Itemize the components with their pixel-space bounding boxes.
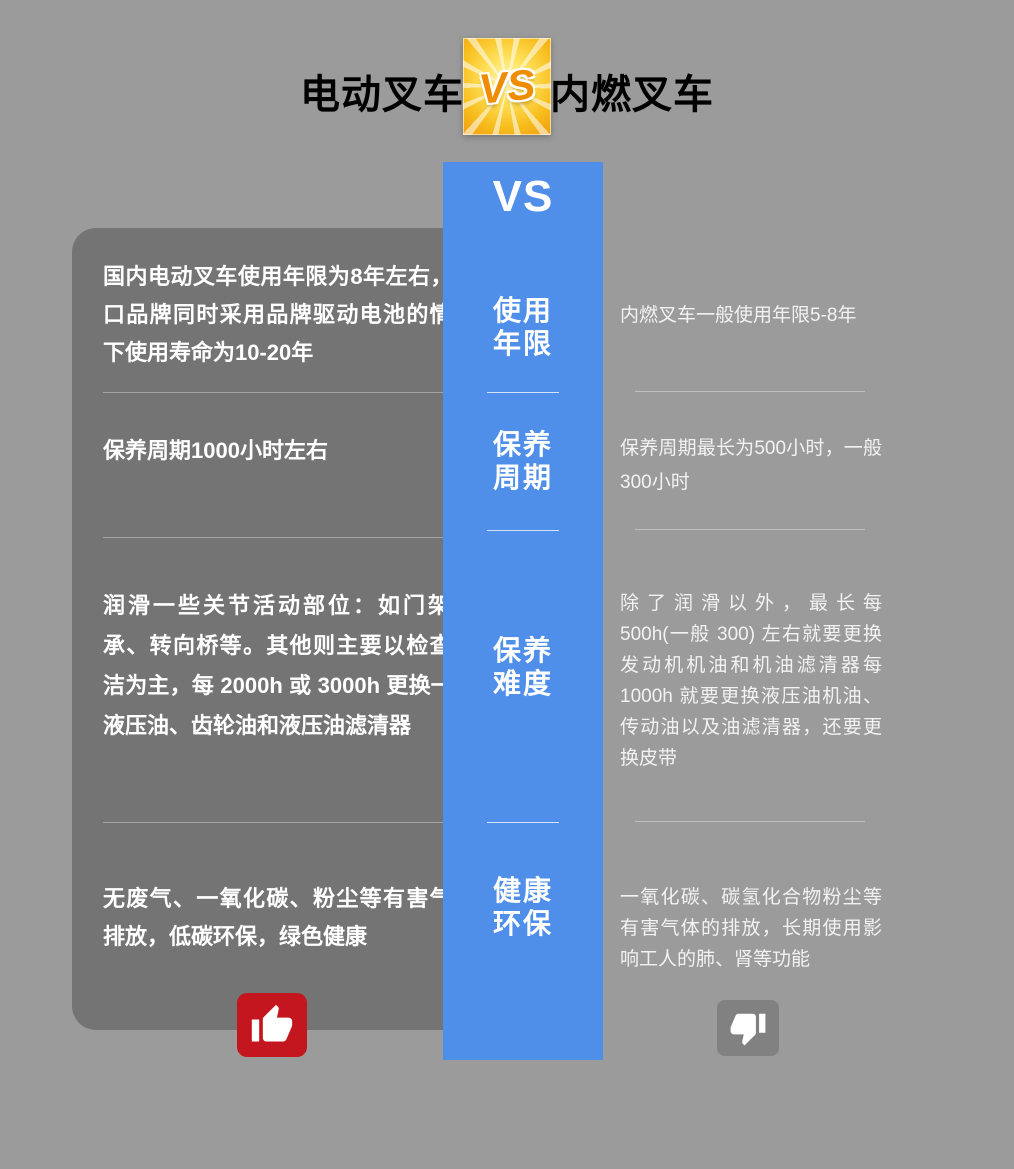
electric-forklift-panel: 国内电动叉车使用年限为8年左右，进口品牌同时采用品牌驱动电池的情况下使用寿命为1… [72,228,492,1030]
category-maintenance-difficulty: 保养 难度 [443,634,603,700]
title-right-text: 内燃叉车 [550,73,714,117]
electric-maintenance-difficulty-text: 润滑一些关节活动部位：如门架轴承、转向桥等。其他则主要以检查清洁为主，每 200… [103,593,475,738]
divider [487,530,559,531]
vs-badge-icon: VS [463,38,551,135]
combustion-maintenance-difficulty-text: 除了润滑以外，最长每 500h(一般 300) 左右就要更换发动机机油和机油滤清… [620,593,882,769]
combustion-maintenance-cycle-text: 保养周期最长为500小时，一般300小时 [620,438,882,493]
divider [635,391,865,392]
divider [103,537,443,538]
divider [487,822,559,823]
category-label-line: 保养 [492,635,553,666]
electric-service-life-text: 国内电动叉车使用年限为8年左右，进口品牌同时采用品牌驱动电池的情况下使用寿命为1… [103,264,475,365]
category-column: VS 使用 年限 保养 周期 保养 难度 健康 环保 [443,162,603,1060]
combustion-health-environment-text: 一氧化碳、碳氢化合物粉尘等有害气体的排放，长期使用影响工人的肺、肾等功能 [620,887,882,970]
category-label-line: 难度 [492,668,553,699]
category-label-line: 周期 [492,462,553,493]
page-title: 电动叉车 内燃叉车 [0,62,1014,120]
divider [487,392,559,393]
category-label-line: 环保 [492,908,553,939]
category-label-line: 使用 [492,295,553,326]
divider [103,822,443,823]
category-label-line: 保养 [492,429,553,460]
thumb-up-icon [237,993,307,1057]
electric-maintenance-cycle-text: 保养周期1000小时左右 [103,438,328,463]
thumb-down-icon [717,1000,779,1056]
vs-heading: VS [492,172,554,221]
divider [635,821,865,822]
category-label-line: 年限 [492,328,553,359]
vs-badge-label: VS [476,59,538,113]
divider [635,529,865,530]
category-service-life: 使用 年限 [443,294,603,360]
category-health-environment: 健康 环保 [443,874,603,940]
electric-health-environment-text: 无废气、一氧化碳、粉尘等有害气体排放，低碳环保，绿色健康 [103,886,475,949]
category-maintenance-cycle: 保养 周期 [443,428,603,494]
combustion-service-life-text: 内燃叉车一般使用年限5-8年 [620,305,857,326]
divider [103,392,443,393]
category-label-line: 健康 [492,875,553,906]
title-left-text: 电动叉车 [300,73,464,117]
